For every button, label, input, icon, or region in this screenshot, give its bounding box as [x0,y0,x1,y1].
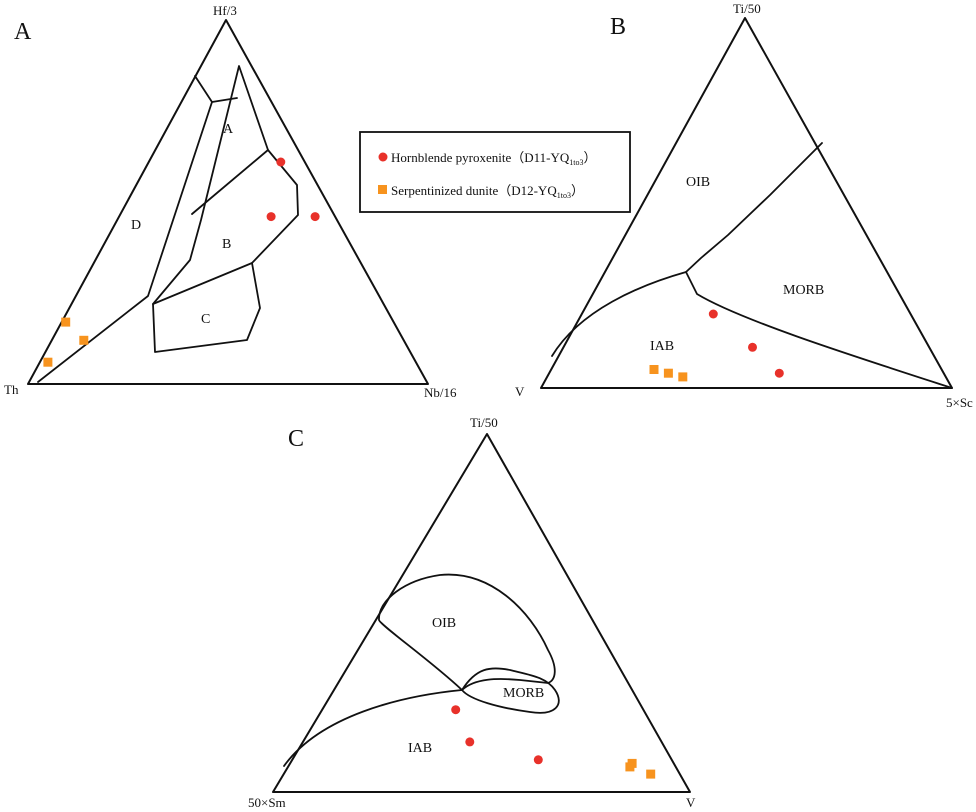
serpentinized-point [678,372,688,382]
panel-c-field-label: IAB [408,741,432,756]
panel-b-vertex-left: V [515,384,525,399]
panel-a-field-label: A [223,122,234,137]
panel-c-field-label: OIB [432,616,456,631]
serpentinized-point [646,769,656,779]
serpentinized-point [43,357,53,367]
panel-a-field-label: B [222,237,231,252]
serpentinized-point [625,762,635,772]
panel-a-vertex-top: Hf/3 [213,3,237,18]
legend-item-serpentinized: Serpentinized dunite（D12-YQ1to3） [391,183,584,200]
hornblende-point [774,368,784,378]
hornblende-point [451,705,461,715]
hornblende-point [266,212,276,222]
hornblende-point [533,755,543,765]
panel-a: A Hf/3 Th Nb/16 A B C D [4,3,457,400]
panel-c-triangle [272,433,691,793]
legend-circle-marker [378,152,388,162]
panel-a-field-line [191,149,269,215]
legend-square-marker [378,185,387,194]
panel-b-points [649,309,784,382]
panel-c-vertex-right: V [686,795,696,810]
panel-c-label: C [288,426,304,452]
panel-a-points [43,157,320,367]
panel-b-vertex-top: Ti/50 [733,1,761,16]
serpentinized-point [61,317,71,327]
panel-a-vertex-right: Nb/16 [424,385,457,400]
hornblende-point [708,309,718,319]
panel-b-triangle [540,17,953,389]
panel-b-field-label: MORB [783,283,824,298]
panel-c-field-outline [461,667,560,714]
legend-box [359,131,631,213]
serpentinized-point [649,365,659,374]
panel-b-field-line [685,142,823,273]
panel-c-field-label: MORB [503,686,544,701]
panel-b-field-line [551,271,687,357]
panel-a-field-label: D [131,218,141,233]
panel-a-vertex-left: Th [4,382,19,397]
panel-c-field-line [283,689,463,767]
hornblende-point [276,157,286,167]
panel-c-vertex-left: 50×Sm [248,795,286,810]
panel-c: C Ti/50 50×Sm V OIB MORB IAB [248,415,696,810]
panel-a-field-line [152,262,253,305]
panel-b: B Ti/50 V 5×Sc OIB MORB IAB [515,1,973,410]
panel-a-field-line [37,101,213,383]
panel-b-label: B [610,14,626,40]
hornblende-point [465,737,475,747]
panel-b-field-label: OIB [686,175,710,190]
panel-c-points [451,705,656,779]
serpentinized-point [79,335,89,345]
serpentinized-point [663,368,673,378]
hornblende-point [310,212,320,222]
panel-b-field-line [685,271,953,389]
panel-a-field-outline [152,65,299,353]
panel-b-vertex-right: 5×Sc [946,395,973,410]
panel-a-triangle [27,19,429,385]
panel-c-field-outline [378,573,556,691]
legend: Hornblende pyroxenite（D11-YQ1to3） Serpen… [359,131,631,213]
legend-item-hornblende: Hornblende pyroxenite（D11-YQ1to3） [391,150,596,167]
panel-a-field-label: C [201,312,210,327]
panel-a-label: A [14,19,32,45]
panel-b-field-label: IAB [650,339,674,354]
panel-c-vertex-top: Ti/50 [470,415,498,430]
hornblende-point [748,342,757,352]
